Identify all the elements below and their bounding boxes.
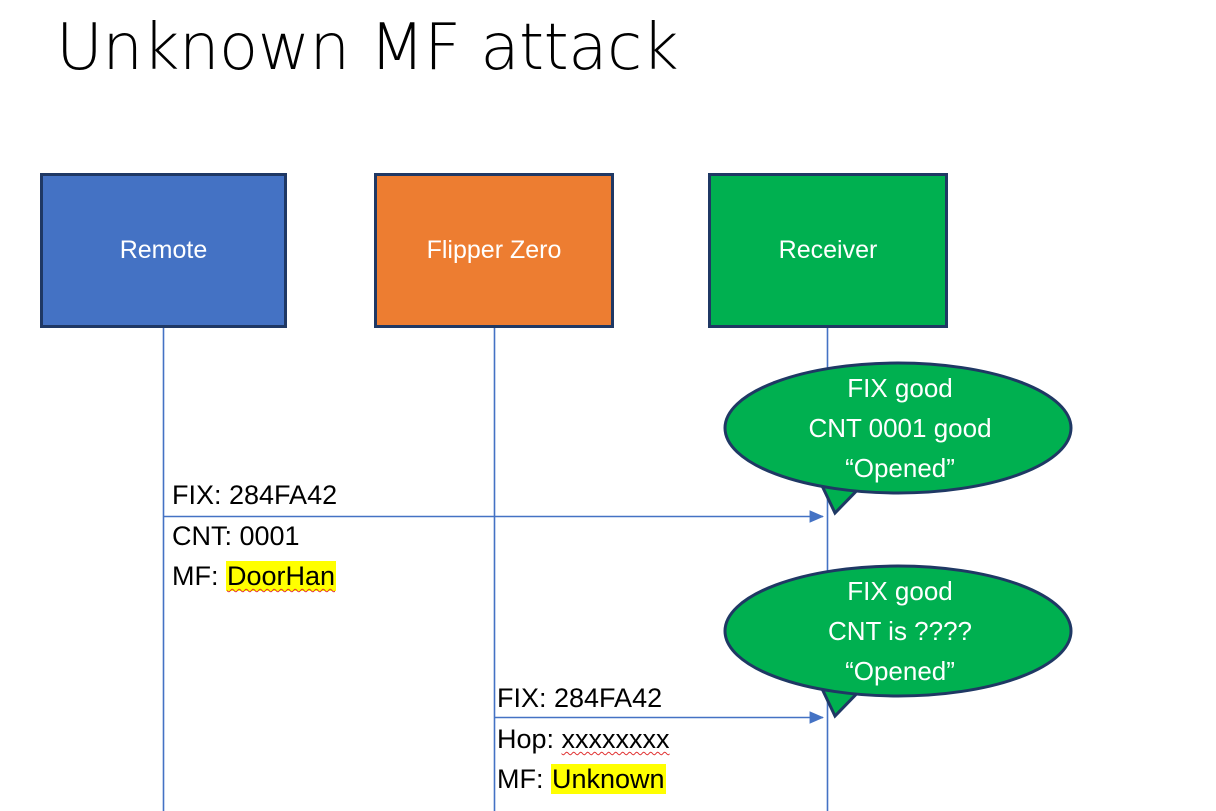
message-2-mf-line: MF: Unknown (497, 759, 666, 799)
callout-1-line-3: “Opened” (845, 453, 955, 483)
callout-2-line-2: CNT is ???? (827, 616, 973, 646)
actor-label-remote: Remote (119, 235, 208, 264)
message-2-mf-value: Unknown (551, 764, 666, 794)
actor-label-flipper: Flipper Zero (426, 235, 562, 264)
callout-2-line-3: “Opened” (845, 656, 955, 686)
message-2-hop-prefix: Hop: (497, 724, 562, 754)
actor-box-remote[interactable]: Remote (40, 173, 287, 328)
message-1-mf-value: DoorHan (226, 561, 337, 591)
callout-1-line-2: CNT 0001 good (808, 413, 992, 443)
callout-bubble-2 (723, 564, 1073, 719)
message-2-fix-line: FIX: 284FA42 (497, 683, 663, 713)
callout-1-line-1: FIX good (847, 373, 953, 403)
message-2-hop-line: Hop: xxxxxxxx (497, 719, 670, 759)
callout-2-text: FIX good CNT is ???? “Opened” (735, 571, 1065, 691)
actor-label-receiver: Receiver (778, 235, 878, 264)
actor-box-flipper[interactable]: Flipper Zero (374, 173, 614, 328)
callout-1-text: FIX good CNT 0001 good “Opened” (735, 368, 1065, 488)
callout-2-line-1: FIX good (847, 576, 953, 606)
page-title: Unknown MF attack (56, 11, 679, 85)
message-2-hop-value: xxxxxxxx (561, 724, 670, 754)
message-1-mf-prefix: MF: (172, 561, 226, 591)
message-1-mf-line: MF: DoorHan (172, 556, 337, 596)
message-2-mf-prefix: MF: (497, 764, 551, 794)
actor-box-receiver[interactable]: Receiver (708, 173, 948, 328)
message-1-cnt-line: CNT: 0001 (172, 521, 300, 551)
callout-bubble-1 (723, 361, 1073, 516)
message-1-fix-line: FIX: 284FA42 (172, 480, 338, 510)
